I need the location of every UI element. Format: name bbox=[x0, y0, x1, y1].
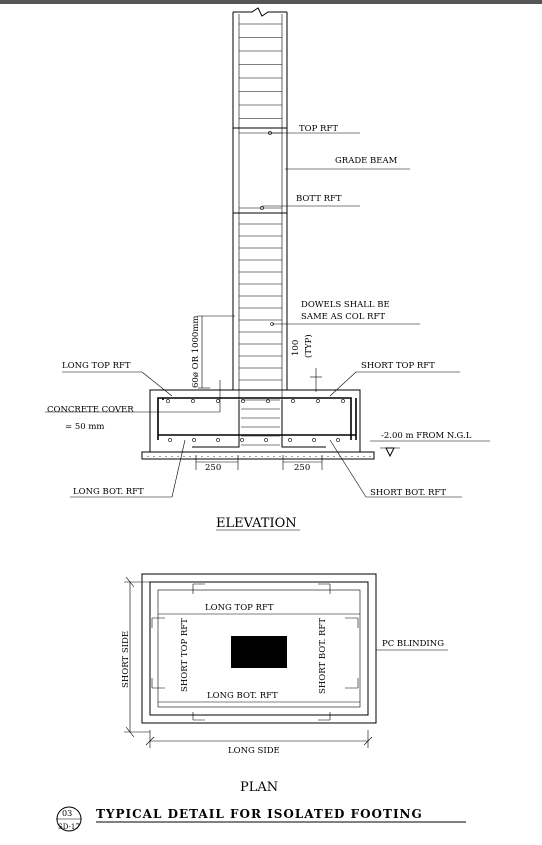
pc-blinding-label: PC BLINDING bbox=[382, 639, 444, 649]
dim-250-left-label: 250 bbox=[205, 463, 221, 473]
concrete-cover-label-line2: = 50 mm bbox=[65, 422, 104, 432]
grade-beam-label: GRADE BEAM bbox=[335, 156, 398, 166]
level-ngl-label: -2.00 m FROM N.G.L bbox=[381, 431, 472, 441]
dowels-label-line2: SAME AS COL RFT bbox=[301, 312, 385, 322]
short-side-label: SHORT SIDE bbox=[121, 631, 131, 688]
concrete-cover-label-line1: CONCRETE COVER bbox=[47, 405, 134, 415]
long-side-label: LONG SIDE bbox=[228, 746, 280, 756]
short-bot-rft-elev-label: SHORT BOT. RFT bbox=[370, 488, 446, 498]
top-rft-label: TOP RFT bbox=[299, 124, 338, 134]
elevation-view: TOP RFT GRADE BEAM BOTT RFT DOWELS SHALL… bbox=[45, 7, 490, 531]
column-section bbox=[231, 636, 287, 668]
long-top-rft-plan-label: LONG TOP RFT bbox=[205, 603, 274, 613]
typ-label: (TYP) bbox=[303, 334, 314, 358]
main-title: TYPICAL DETAIL FOR ISOLATED FOOTING bbox=[96, 807, 423, 821]
long-top-rft-elev-label: LONG TOP RFT bbox=[62, 361, 131, 371]
plan-view: LONG TOP RFT SHORT TOP RFT SHORT BOT. RF… bbox=[121, 573, 448, 795]
bott-rft-label: BOTT RFT bbox=[296, 194, 342, 204]
elevation-title: ELEVATION bbox=[216, 516, 297, 531]
hundred-label: 100 bbox=[291, 340, 301, 356]
title-block: 03 SD-17 TYPICAL DETAIL FOR ISOLATED FOO… bbox=[56, 806, 466, 832]
top-frame-bar bbox=[0, 0, 542, 4]
detail-number: 03 bbox=[62, 809, 72, 818]
short-top-rft-elev-label: SHORT TOP RFT bbox=[361, 361, 435, 371]
dim-250-right-label: 250 bbox=[294, 463, 310, 473]
long-bot-rft-plan-label: LONG BOT. RFT bbox=[207, 691, 278, 701]
dowels-label-line1: DOWELS SHALL BE bbox=[301, 300, 390, 310]
plan-title: PLAN bbox=[240, 780, 278, 795]
sixty-phi-label: 60ø OR 1000mm bbox=[191, 316, 201, 388]
long-bot-rft-elev-label: LONG BOT. RFT bbox=[73, 487, 144, 497]
short-bot-rft-plan-label: SHORT BOT. RFT bbox=[318, 618, 328, 694]
short-top-rft-plan-label: SHORT TOP RFT bbox=[180, 618, 190, 692]
detail-sheet: SD-17 bbox=[58, 823, 80, 831]
